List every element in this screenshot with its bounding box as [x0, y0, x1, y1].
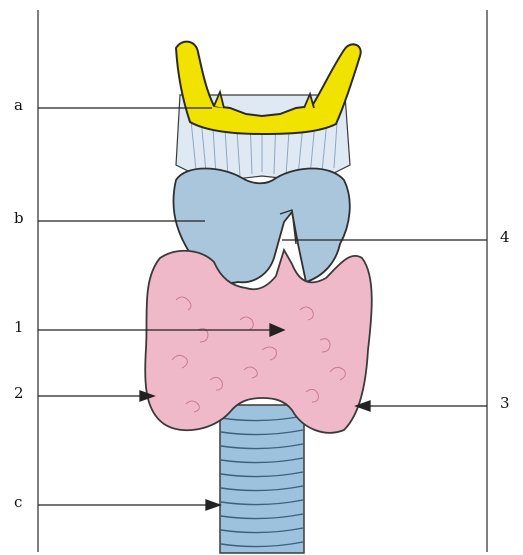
- label-4: 4: [500, 230, 510, 245]
- label-2: 2: [14, 386, 24, 401]
- label-a: a: [14, 98, 23, 113]
- label-c: c: [14, 495, 22, 510]
- arrowhead-c: [206, 500, 220, 510]
- label-b: b: [14, 211, 24, 226]
- trachea: [220, 405, 304, 553]
- hyoid-bone: [176, 42, 361, 134]
- label-3: 3: [500, 396, 510, 411]
- label-1: 1: [14, 320, 24, 335]
